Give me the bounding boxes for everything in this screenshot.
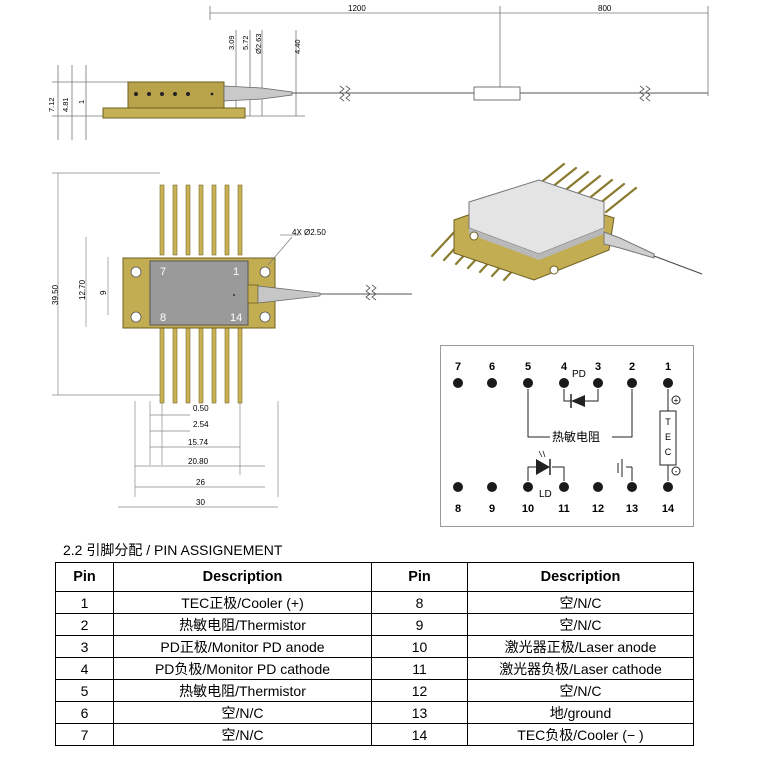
header-pin: Pin — [371, 562, 468, 592]
pin-7-marker: 7 — [160, 266, 166, 278]
header-pin: Pin — [55, 562, 114, 592]
description-cell: 空/N/C — [113, 723, 372, 746]
circuit-pin-9: 9 — [489, 503, 495, 515]
dim-1: 1 — [77, 100, 86, 104]
pin-cell: 4 — [55, 657, 114, 680]
pin-cell: 1 — [55, 591, 114, 614]
description-cell: 热敏电阻/Thermistor — [113, 613, 372, 636]
pin-cell: 11 — [371, 657, 468, 680]
table-row: 7 空/N/C 14 TEC负极/Cooler (− ) — [55, 723, 694, 746]
dim-1200: 1200 — [348, 4, 366, 13]
ld-label: LD — [539, 489, 552, 500]
description-cell: TEC正极/Cooler (+) — [113, 591, 372, 614]
dim-holes: 4X Ø2.50 — [292, 228, 326, 237]
dim-4-81: 4.81 — [61, 97, 70, 112]
dim-7-12: 7.12 — [47, 97, 56, 112]
description-cell: 空/N/C — [467, 613, 694, 636]
dim-12-70: 12.70 — [78, 279, 87, 300]
description-cell: PD正极/Monitor PD anode — [113, 635, 372, 658]
package-3d-illustration — [430, 162, 703, 282]
dim-800: 800 — [598, 4, 612, 13]
dim-3-09: 3.09 — [227, 35, 236, 50]
header-description: Description — [113, 562, 372, 592]
description-cell: 空/N/C — [113, 701, 372, 724]
pin-1-marker: 1 — [233, 266, 239, 278]
pin-circuit-schematic: 7 6 5 4 3 2 1 8 9 10 11 12 13 14 PD LD 热… — [453, 361, 681, 515]
table-header-row: Pin Description Pin Description — [55, 562, 694, 592]
table-row: 4 PD负极/Monitor PD cathode 11 激光器负极/Laser… — [55, 657, 694, 680]
description-cell: TEC负极/Cooler (− ) — [467, 723, 694, 746]
dim-39-50: 39.50 — [51, 284, 60, 305]
pin-cell: 8 — [371, 591, 468, 614]
pd-label: PD — [572, 369, 586, 380]
dim-20-80: 20.80 — [188, 457, 209, 466]
section-title: 2.2 引脚分配 / PIN ASSIGNEMENT — [63, 542, 283, 558]
pin-cell: 7 — [55, 723, 114, 746]
table-row: 5 热敏电阻/Thermistor 12 空/N/C — [55, 679, 694, 702]
pin-cell: 9 — [371, 613, 468, 636]
pin-cell: 2 — [55, 613, 114, 636]
circuit-pin-1: 1 — [665, 361, 671, 373]
circuit-pin-11: 11 — [558, 503, 570, 515]
front-view-drawing: 4X Ø2.50 39.50 12.70 9 0.50 2.54 15.74 2… — [51, 172, 412, 508]
pin-assignment-table: Pin Description Pin Description 1 TEC正极/… — [55, 562, 694, 746]
tec-letter-t: T — [665, 417, 671, 427]
circuit-pin-7: 7 — [455, 361, 461, 373]
circuit-pin-6: 6 — [489, 361, 495, 373]
dim-15-74: 15.74 — [188, 438, 209, 447]
circuit-pin-4: 4 — [561, 361, 568, 373]
pin-8-marker: 8 — [160, 312, 166, 324]
pin-14-marker: 14 — [230, 312, 242, 324]
pin-circuit-diagram — [440, 345, 694, 527]
circuit-pin-3: 3 — [595, 361, 601, 373]
dim-30: 30 — [196, 498, 205, 507]
tec-minus: - — [675, 467, 678, 476]
tec-letter-c: C — [665, 447, 672, 457]
pin-cell: 13 — [371, 701, 468, 724]
thermistor-label: 热敏电阻 — [552, 429, 600, 444]
dim-5-72: 5.72 — [241, 35, 250, 50]
circuit-pin-5: 5 — [525, 361, 531, 373]
description-cell: PD负极/Monitor PD cathode — [113, 657, 372, 680]
table-row: 1 TEC正极/Cooler (+) 8 空/N/C — [55, 591, 694, 614]
description-cell: 激光器正极/Laser anode — [467, 635, 694, 658]
circuit-pin-13: 13 — [626, 503, 638, 515]
circuit-pin-12: 12 — [592, 503, 604, 515]
table-row: 3 PD正极/Monitor PD anode 10 激光器正极/Laser a… — [55, 635, 694, 658]
pin-cell: 14 — [371, 723, 468, 746]
pin-cell: 5 — [55, 679, 114, 702]
tec-letter-e: E — [665, 432, 671, 442]
pin-cell: 10 — [371, 635, 468, 658]
circuit-pin-10: 10 — [522, 503, 534, 515]
description-cell: 地/ground — [467, 701, 694, 724]
header-description: Description — [467, 562, 694, 592]
dim-2-54: 2.54 — [193, 420, 209, 429]
description-cell: 热敏电阻/Thermistor — [113, 679, 372, 702]
pin-cell: 6 — [55, 701, 114, 724]
pin-cell: 3 — [55, 635, 114, 658]
dim-phi-2-63: Ø2.63 — [254, 34, 263, 54]
dim-0-50: 0.50 — [193, 404, 209, 413]
circuit-pin-14: 14 — [662, 503, 675, 515]
description-cell: 空/N/C — [467, 591, 694, 614]
dim-9: 9 — [99, 290, 108, 295]
description-cell: 空/N/C — [467, 679, 694, 702]
side-view-drawing: 1200 800 3.09 5.72 Ø2.63 4.40 7.12 4.81 … — [47, 4, 709, 140]
dim-26: 26 — [196, 478, 205, 487]
circuit-pin-8: 8 — [455, 503, 461, 515]
dim-4-40: 4.40 — [293, 39, 302, 54]
circuit-pin-2: 2 — [629, 361, 635, 373]
table-row: 6 空/N/C 13 地/ground — [55, 701, 694, 724]
pin-cell: 12 — [371, 679, 468, 702]
description-cell: 激光器负极/Laser cathode — [467, 657, 694, 680]
table-row: 2 热敏电阻/Thermistor 9 空/N/C — [55, 613, 694, 636]
tec-plus: + — [674, 396, 679, 405]
